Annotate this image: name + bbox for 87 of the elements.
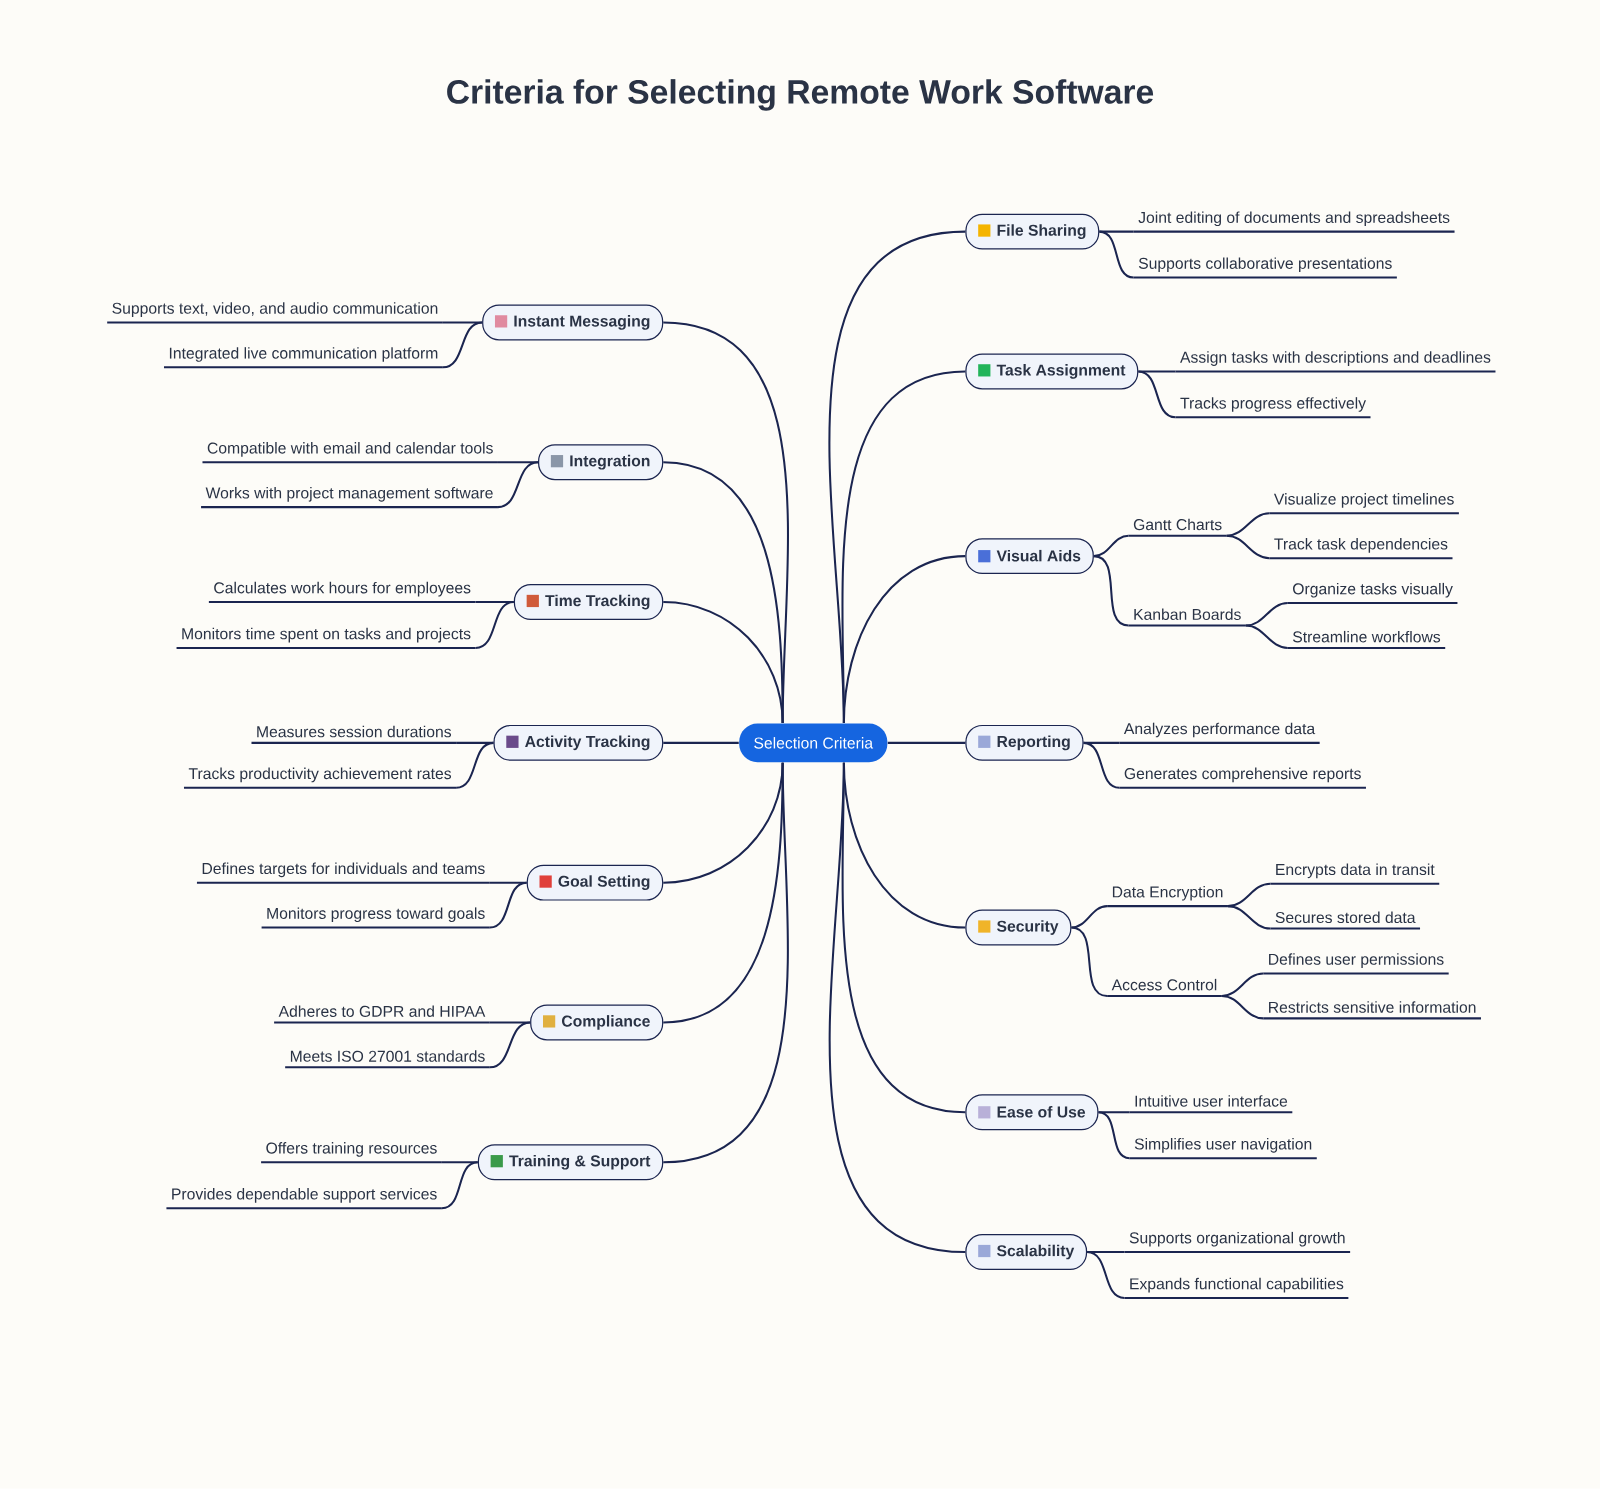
leaf-label: Works with project management software: [201, 487, 498, 509]
leaf-label: Supports organizational growth: [1124, 1232, 1351, 1254]
leaf-label: Meets ISO 27001 standards: [285, 1050, 490, 1069]
branch-line: [497, 461, 538, 464]
leaf-label: Supports collaborative presentations: [1133, 257, 1397, 279]
branch-line: [475, 601, 514, 650]
branch-line: [441, 1161, 478, 1164]
branch-line: [1093, 555, 1129, 627]
branch-line: [1245, 624, 1288, 650]
branch-line: [497, 461, 539, 509]
leaf-label: Adheres to GDPR and HIPAA: [274, 1005, 490, 1024]
branch-line: [887, 741, 966, 744]
leaf-label: Calculates work hours for employees: [208, 582, 476, 604]
leaf-label: Monitors time spent on tasks and projects: [176, 627, 476, 650]
leaf-label: Restricts sensitive information: [1263, 1001, 1481, 1020]
leaf-label: Simplifies user navigation: [1129, 1138, 1317, 1160]
branch-line: [1098, 1111, 1130, 1114]
branch-topic: Ease of Use: [965, 1094, 1099, 1131]
leaf-label: Track task dependencies: [1269, 538, 1453, 560]
branch-line: [1071, 905, 1108, 929]
branch-line: [1227, 905, 1271, 930]
branch-topic: Time Tracking: [513, 584, 664, 621]
branch-line: [1071, 926, 1108, 998]
leaf-label: Expands functional capabilities: [1124, 1277, 1349, 1300]
branch-line: [828, 762, 966, 1254]
leaf-label: Assign tasks with descriptions and deadlines: [1175, 351, 1496, 373]
subtopic-label: Access Control: [1107, 978, 1222, 998]
branch-topic: Security: [965, 909, 1072, 946]
subtopic-label: Kanban Boards: [1128, 608, 1246, 627]
title: Criteria for Selecting Remote Work Software: [447, 79, 1154, 111]
branch-line: [442, 321, 483, 324]
leaf-label: Tracks progress effectively: [1175, 397, 1371, 419]
branch-topic: Reporting: [965, 725, 1084, 761]
leaf-label: Offers training resources: [261, 1142, 442, 1164]
branch-topic: Activity Tracking: [493, 725, 664, 761]
subtopic-label: Data Encryption: [1107, 886, 1228, 908]
leaf-label: Encrypts data in transit: [1270, 863, 1440, 885]
branch-topic: Training & Support: [477, 1144, 664, 1181]
branch-line: [455, 741, 494, 789]
branch-line: [1086, 1251, 1125, 1300]
leaf-label: Measures session durations: [251, 725, 457, 744]
leaf-label: Generates comprehensive reports: [1119, 767, 1366, 789]
branch-topic: Compliance: [530, 1004, 664, 1041]
branch-line: [1098, 1111, 1130, 1160]
branch-line: [663, 762, 784, 884]
branch-topic: Scalability: [965, 1234, 1088, 1271]
leaf-label: Visualize project timelines: [1269, 493, 1459, 515]
branch-topic: Visual Aids: [965, 538, 1094, 575]
branch-topic: Goal Setting: [526, 864, 664, 901]
branch-line: [1226, 512, 1270, 537]
branch-line: [1245, 602, 1288, 627]
leaf-label: Secures stored data: [1270, 911, 1421, 930]
leaf-label: Supports text, video, and audio communication: [107, 302, 443, 324]
leaf-label: Joint editing of documents and spreadsheets: [1133, 211, 1455, 233]
branch-topic: Integration: [538, 444, 664, 481]
branch-line: [1221, 995, 1264, 1020]
branch-line: [842, 555, 966, 724]
branch-line: [489, 1021, 531, 1069]
branch-line: [442, 321, 483, 369]
branch-line: [489, 881, 527, 929]
leaf-label: Organize tasks visually: [1287, 583, 1458, 605]
branch-line: [1138, 370, 1176, 373]
leaf-label: Tracks productivity achievement rates: [184, 767, 457, 789]
subtopic-label: Gantt Charts: [1128, 518, 1227, 537]
leaf-label: Provides dependable support services: [166, 1188, 442, 1210]
branch-line: [1138, 370, 1176, 419]
branch-line: [663, 741, 739, 744]
branch-line: [663, 762, 789, 1164]
leaf-label: Monitors progress toward goals: [261, 907, 490, 929]
central-topic: Selection Criteria: [739, 723, 888, 763]
branch-line: [441, 1161, 478, 1210]
branch-line: [1083, 741, 1120, 789]
branch-topic: Task Assignment: [965, 353, 1139, 390]
leaf-label: Compatible with email and calendar tools: [202, 442, 498, 464]
leaf-label: Integrated live communication platform: [164, 347, 443, 369]
branch-line: [1099, 230, 1134, 279]
branch-line: [489, 1021, 531, 1024]
leaf-label: Defines user permissions: [1263, 953, 1449, 975]
leaf-label: Defines targets for individuals and teams: [196, 862, 490, 884]
branch-line: [1226, 534, 1270, 560]
branch-line: [1221, 972, 1264, 998]
leaf-label: Analyzes performance data: [1119, 722, 1320, 744]
leaf-label: Streamline workflows: [1287, 631, 1446, 650]
branch-line: [663, 601, 784, 724]
leaf-label: Intuitive user interface: [1129, 1095, 1293, 1114]
branch-topic: Instant Messaging: [482, 304, 664, 341]
branch-topic: File Sharing: [965, 213, 1100, 250]
